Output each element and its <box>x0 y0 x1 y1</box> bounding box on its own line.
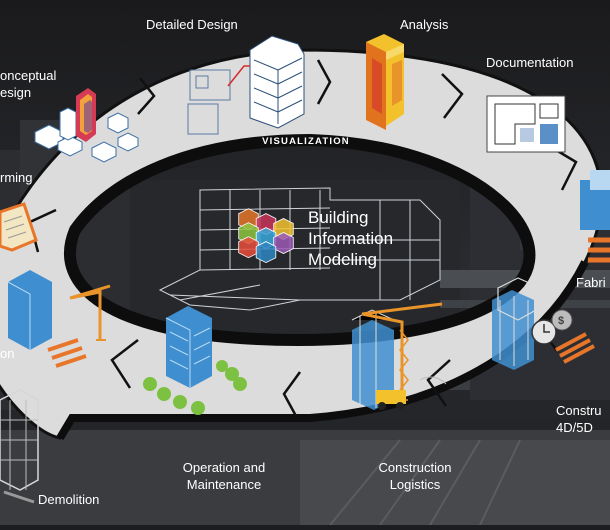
stage-construction-4d5d-label: Constru 4D/5D <box>556 402 602 436</box>
stage-conceptual-design-label: onceptual esign <box>0 67 56 101</box>
stage-label-line: Construction <box>378 460 452 475</box>
analysis-tower-icon <box>366 34 404 130</box>
stage-label-line: Constru <box>556 403 602 418</box>
renovation-icon <box>7 270 111 368</box>
bim-center-title: Building Information Modeling <box>308 207 393 270</box>
bim-logo-cell <box>255 241 277 264</box>
stage-detailed-design-label: Detailed Design <box>146 17 238 32</box>
fabrication-icon <box>580 170 610 263</box>
stage-construction-logistics-label: Construction Logistics <box>365 459 465 493</box>
bim-logo-cell <box>273 232 294 254</box>
stage-label-line: Logistics <box>389 477 441 492</box>
stage-label-line: onceptual <box>0 68 57 83</box>
documentation-plan-icon <box>486 95 566 153</box>
detailed-design-tower-icon <box>187 35 305 135</box>
bim-title-line-2: Information <box>308 229 394 248</box>
construction-4d5d-icon: $ <box>492 277 595 370</box>
lifecycle-ring <box>0 48 603 441</box>
demolition-icon <box>0 389 39 504</box>
programming-document-icon <box>0 202 38 252</box>
stage-operation-maintenance-label: Operation and Maintenance <box>170 459 278 493</box>
svg-text:$: $ <box>558 315 564 327</box>
stage-analysis-label: Analysis <box>400 17 449 32</box>
operation-maintenance-icon <box>143 306 247 415</box>
ring-band-label: VISUALIZATION <box>262 136 350 147</box>
bim-logo-cell <box>238 236 259 259</box>
stage-label-line: Maintenance <box>186 477 262 492</box>
conceptual-massing-icon <box>34 88 139 163</box>
stage-documentation-label: Documentation <box>486 55 574 70</box>
bim-title-line-3: Modeling <box>308 250 377 269</box>
stage-label-line: esign <box>0 85 32 100</box>
bim-logo-icon <box>238 208 294 264</box>
stage-fabrication-label: Fabri <box>576 275 606 290</box>
stage-label-line: 4D/5D <box>556 420 593 435</box>
construction-logistics-icon <box>351 302 447 410</box>
stage-renovation-label: on <box>0 346 15 361</box>
stage-programming-label: rming <box>0 170 33 185</box>
stage-demolition-label: Demolition <box>38 492 100 507</box>
bim-title-line-1: Building <box>308 208 369 227</box>
stage-label-line: Operation and <box>182 460 266 475</box>
